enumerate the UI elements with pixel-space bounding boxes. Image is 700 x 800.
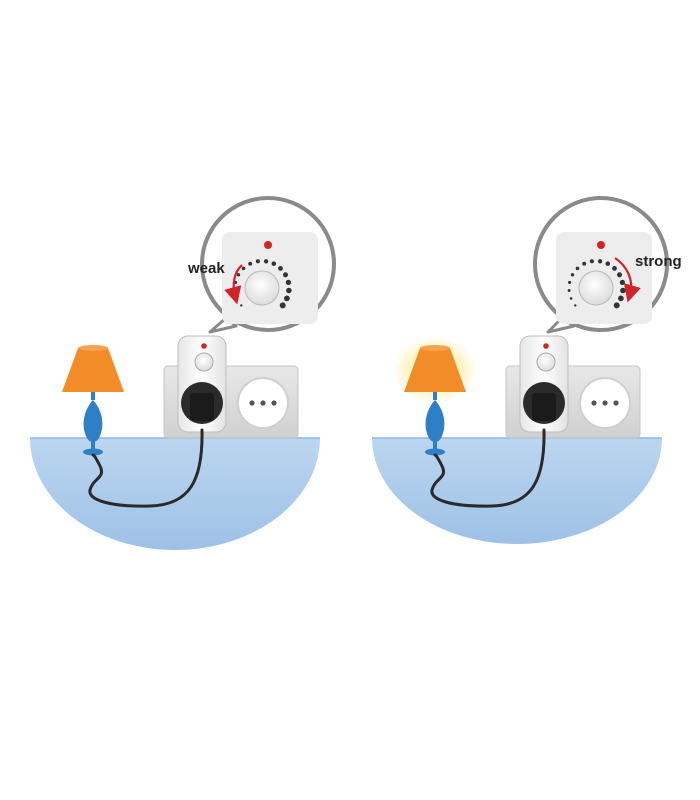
dial-tick (271, 261, 277, 266)
rotate-arrow-icon (224, 264, 243, 305)
panel-strong: strong (372, 196, 682, 544)
dial-tick (569, 297, 573, 300)
dial-tick (263, 259, 269, 264)
rotate-arrow-icon (614, 257, 641, 303)
dial-tick (616, 272, 623, 278)
dial-tick (612, 266, 617, 271)
dial-tick (597, 259, 603, 264)
label-weak: weak (187, 260, 225, 277)
power-cord-icon (430, 428, 546, 508)
dimmer-plug-icon (177, 335, 227, 433)
dial-tick (575, 266, 580, 271)
lamp-icon (62, 345, 124, 456)
dial-tick (574, 304, 577, 307)
dial-tick (255, 259, 260, 264)
dial-tick (567, 289, 571, 292)
dial-zoom-bubble (200, 196, 336, 334)
dial-tick (282, 272, 289, 278)
dial-icon (536, 352, 556, 372)
lamp-icon (404, 345, 466, 456)
dial-tick (618, 295, 624, 302)
dial-tick (619, 279, 626, 286)
dial-tick (589, 259, 594, 264)
dial-tick (235, 297, 239, 300)
panel-weak: weak (30, 196, 336, 550)
floor-surface (372, 438, 662, 544)
dial-tick (286, 287, 292, 294)
dial-tick (620, 287, 626, 294)
dial-tick (613, 302, 620, 309)
dial-tick (240, 304, 243, 307)
power-cord-icon (88, 428, 204, 508)
dial-tick (284, 295, 290, 302)
dial-icon (194, 352, 214, 372)
dial-tick (568, 280, 572, 284)
dial-zoom-bubble (533, 196, 669, 334)
dial-tick (248, 261, 253, 266)
dial-icon (567, 259, 626, 309)
floor-surface (30, 438, 320, 550)
dimmer-plug-icon (519, 335, 569, 433)
dial-tick (279, 302, 286, 309)
dial-tick (285, 279, 292, 286)
dial-tick (278, 266, 283, 271)
dial-tick (236, 273, 241, 277)
dial-tick (241, 266, 246, 271)
label-strong: strong (635, 253, 682, 270)
dial-tick (570, 273, 575, 277)
dial-tick (582, 261, 587, 266)
dial-tick (605, 261, 611, 266)
